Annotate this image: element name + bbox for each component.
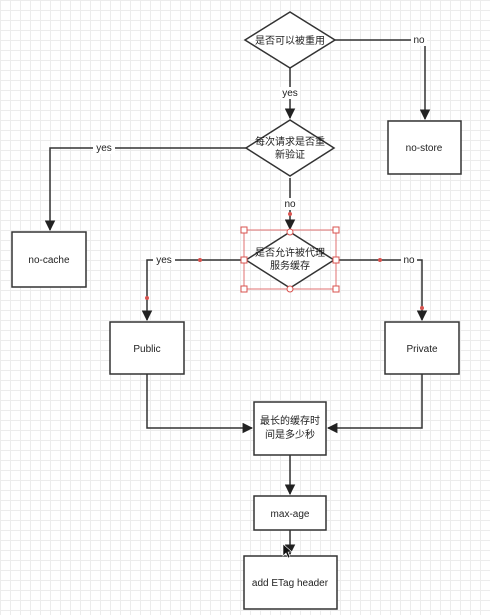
node-max-cache-time-label-2: 间是多少秒 — [265, 428, 315, 441]
edge-label-d1-yes: yes — [282, 88, 298, 99]
node-no-cache[interactable]: no-cache — [11, 231, 87, 288]
node-no-store[interactable]: no-store — [387, 120, 462, 175]
node-max-cache-time[interactable]: 最长的缓存时 间是多少秒 — [253, 401, 327, 456]
node-private-label: Private — [406, 344, 438, 355]
resize-handle[interactable] — [240, 256, 248, 264]
edge-d3-public — [141, 259, 246, 322]
node-no-store-label: no-store — [406, 143, 443, 154]
waypoint-dot — [145, 296, 149, 300]
resize-handle[interactable] — [332, 285, 340, 293]
edge-label-d2-no: no — [284, 199, 296, 210]
decision-reusable-label: 是否可以被重用 — [255, 34, 325, 47]
edge-label-d3-yes: yes — [156, 255, 172, 266]
resize-handle[interactable] — [332, 226, 340, 234]
node-private[interactable]: Private — [384, 321, 460, 375]
node-no-cache-label: no-cache — [28, 255, 70, 266]
edge-d3-private — [334, 259, 428, 322]
edge-d2-no-cache — [44, 147, 246, 232]
edge-d1-no-store — [335, 39, 431, 121]
node-public-label: Public — [133, 344, 160, 355]
decision-revalidate[interactable]: 每次请求是否重 新验证 — [244, 119, 336, 177]
decision-reusable[interactable]: 是否可以被重用 — [243, 11, 337, 69]
node-max-age[interactable]: max-age — [253, 495, 327, 531]
connection-point[interactable] — [286, 285, 294, 293]
node-add-etag-header-label: add ETag header — [252, 578, 329, 589]
edge-label-d3-no: no — [403, 255, 415, 266]
edge-public-maxage-q — [146, 374, 254, 434]
edge-private-maxage-q — [326, 374, 423, 434]
connection-point[interactable] — [286, 228, 294, 236]
decision-proxy-cache-label-1: 是否允许被代理 — [255, 246, 325, 259]
resize-handle[interactable] — [332, 256, 340, 264]
resize-handle[interactable] — [240, 226, 248, 234]
decision-revalidate-label-2: 新验证 — [275, 148, 305, 161]
mouse-cursor-icon — [282, 543, 293, 559]
node-public[interactable]: Public — [109, 321, 185, 375]
waypoint-dot — [420, 306, 424, 310]
edge-label-d2-yes: yes — [96, 143, 112, 154]
decision-proxy-cache-label-2: 服务缓存 — [270, 259, 310, 272]
edge-label-d1-no: no — [413, 35, 425, 46]
decision-proxy-cache[interactable]: 是否允许被代理 服务缓存 — [240, 226, 340, 293]
node-max-age-label: max-age — [271, 509, 310, 520]
resize-handle[interactable] — [240, 285, 248, 293]
node-max-cache-time-label-1: 最长的缓存时 — [260, 414, 320, 427]
waypoint-dot — [378, 258, 382, 262]
decision-revalidate-label-1: 每次请求是否重 — [255, 135, 325, 148]
waypoint-dot — [198, 258, 202, 262]
node-add-etag-header[interactable]: add ETag header — [243, 555, 338, 610]
waypoint-dot — [288, 212, 292, 216]
